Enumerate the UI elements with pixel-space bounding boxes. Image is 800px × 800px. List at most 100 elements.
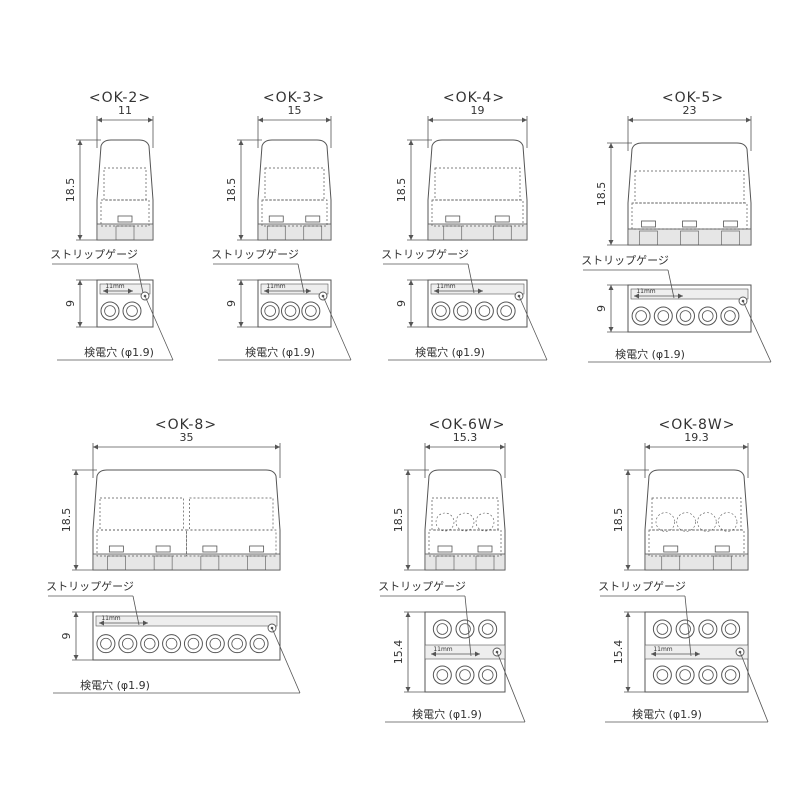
wire-port-inner [100,637,112,650]
arrowhead [405,612,411,617]
wire-entry-tab [721,230,740,246]
depth-dimension: 9 [64,300,77,307]
internal-port-outline [475,512,495,532]
wire-port-inner [459,669,471,681]
base-band [627,228,752,246]
top-view [627,142,752,246]
wire-port-inner [253,637,265,650]
strip-gauge [260,283,329,295]
wire-port [432,619,452,639]
bottom-view: 11mm [96,279,154,328]
wire-port [721,619,741,639]
arrowhead [408,280,414,285]
leader-line [739,651,769,723]
wire-port [205,634,225,654]
arrowhead [103,288,108,294]
strip-gauge [424,644,506,660]
strip-gauge [630,288,749,300]
strip-gauge [99,283,151,295]
wire-port-inner [478,305,491,317]
wire-port [675,665,695,685]
height-dimension: 18.5 [64,178,77,203]
wire-entry-tab [115,225,135,241]
wire-port-inner [187,637,200,650]
leader-line [464,595,472,657]
wire-port-inner [435,305,447,317]
arrowhead [431,651,436,657]
housing-outline [96,139,154,241]
wire-port [698,619,718,639]
wire-port [478,665,498,685]
wire-port [432,665,452,685]
arrowhead [645,444,650,450]
bottom-view: 11mm [424,611,506,693]
arrowhead [405,687,411,692]
wire-port [478,619,498,639]
bottom-view: 11mm [92,611,281,661]
arrowhead [628,117,633,123]
wire-port-inner [231,637,243,650]
depth-dimension: 9 [595,305,608,312]
leader-line [136,263,144,294]
leader-line [684,595,692,657]
top-view [257,139,332,241]
wire-entry-tab [266,225,286,241]
arrowhead [475,651,480,657]
release-slot [641,220,656,228]
top-view [96,139,154,241]
arrowhead [73,565,79,570]
wire-port-inner [165,637,178,650]
release-slot [494,215,510,223]
wire-entry-tab [303,225,323,241]
arrowhead [238,235,244,240]
wire-port-inner [305,305,317,317]
top-view [644,469,749,571]
arrowhead [625,470,631,475]
bottom-view: 11mm [644,611,749,693]
wire-port-inner [436,623,449,635]
internal-contact-outline [651,497,742,531]
internal-spring-outline [631,202,748,230]
arrowhead [651,651,656,657]
strip-gauge-label: ストリップゲージ [381,248,469,261]
width-dimension: 19 [471,104,485,117]
arrowhead [428,117,433,123]
test-hole-label: 検電穴 (φ1.9) [415,345,485,359]
model-title: <OK-8W> [659,417,736,433]
wire-port [260,301,280,321]
internal-port-outline [455,512,475,532]
wire-port [122,301,142,321]
wire-entry-tab [680,230,699,246]
release-slot [305,215,321,223]
wire-port-inner [459,623,471,635]
wire-port-inner [284,305,297,317]
arrowhead [73,470,79,475]
wire-port-inner [481,669,494,681]
strip-gauge-label: ストリップゲージ [211,248,299,261]
wire-port-inner [724,623,737,635]
height-dimension: 18.5 [60,508,73,533]
top-view [424,469,506,571]
wire-entry-tab [639,230,658,246]
depth-dimension: 15.4 [392,640,405,665]
wire-port [652,665,672,685]
width-dimension: 15.3 [453,431,478,444]
arrowhead [634,293,639,299]
arrowhead [405,470,411,475]
width-dimension: 15 [288,104,302,117]
wire-port [474,301,494,321]
strip-length-mark: 11mm [636,288,655,295]
wire-port [698,665,718,685]
arrowhead [434,288,439,294]
wire-port-inner [679,623,691,635]
depth-dimension: 9 [395,300,408,307]
width-dimension: 19.3 [684,431,709,444]
bottom-view: 11mm [627,284,752,333]
test-hole-label: 検電穴 (φ1.9) [615,347,685,361]
wire-port [96,634,116,654]
release-slot [249,545,265,553]
